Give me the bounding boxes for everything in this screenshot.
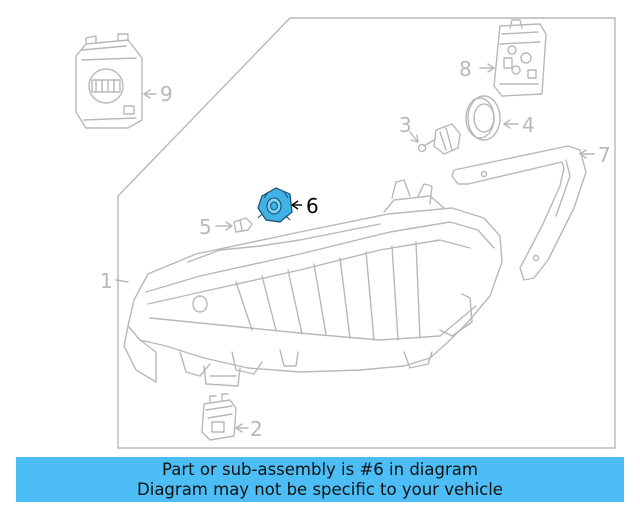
callout-4: 4 [522,113,535,137]
assembly-boundary [117,17,616,449]
part-8-led-driver[interactable] [493,19,547,97]
part-5-small-bulb[interactable] [233,217,253,233]
part-6-socket-highlighted[interactable] [257,187,293,223]
callout-9: 9 [160,82,173,106]
callout-5: 5 [199,215,212,239]
part-3-bulb[interactable] [417,123,461,155]
callout-7: 7 [598,143,611,167]
callout-8: 8 [459,57,472,81]
callout-1: 1 [100,269,113,293]
info-banner: Part or sub-assembly is #6 in diagram Di… [16,457,624,502]
part-2-connector[interactable] [201,393,237,441]
part-4-seal[interactable] [465,95,501,141]
banner-line-part-note: Part or sub-assembly is #6 in diagram [162,459,478,479]
callout-2: 2 [250,417,263,441]
part-7-trim-strip[interactable] [451,145,587,281]
callout-6: 6 [306,194,319,218]
part-9-control-module[interactable] [75,33,143,129]
banner-line-disclaimer: Diagram may not be specific to your vehi… [137,479,503,499]
callout-3: 3 [399,113,412,137]
part-1-headlamp-assembly[interactable] [123,179,503,387]
